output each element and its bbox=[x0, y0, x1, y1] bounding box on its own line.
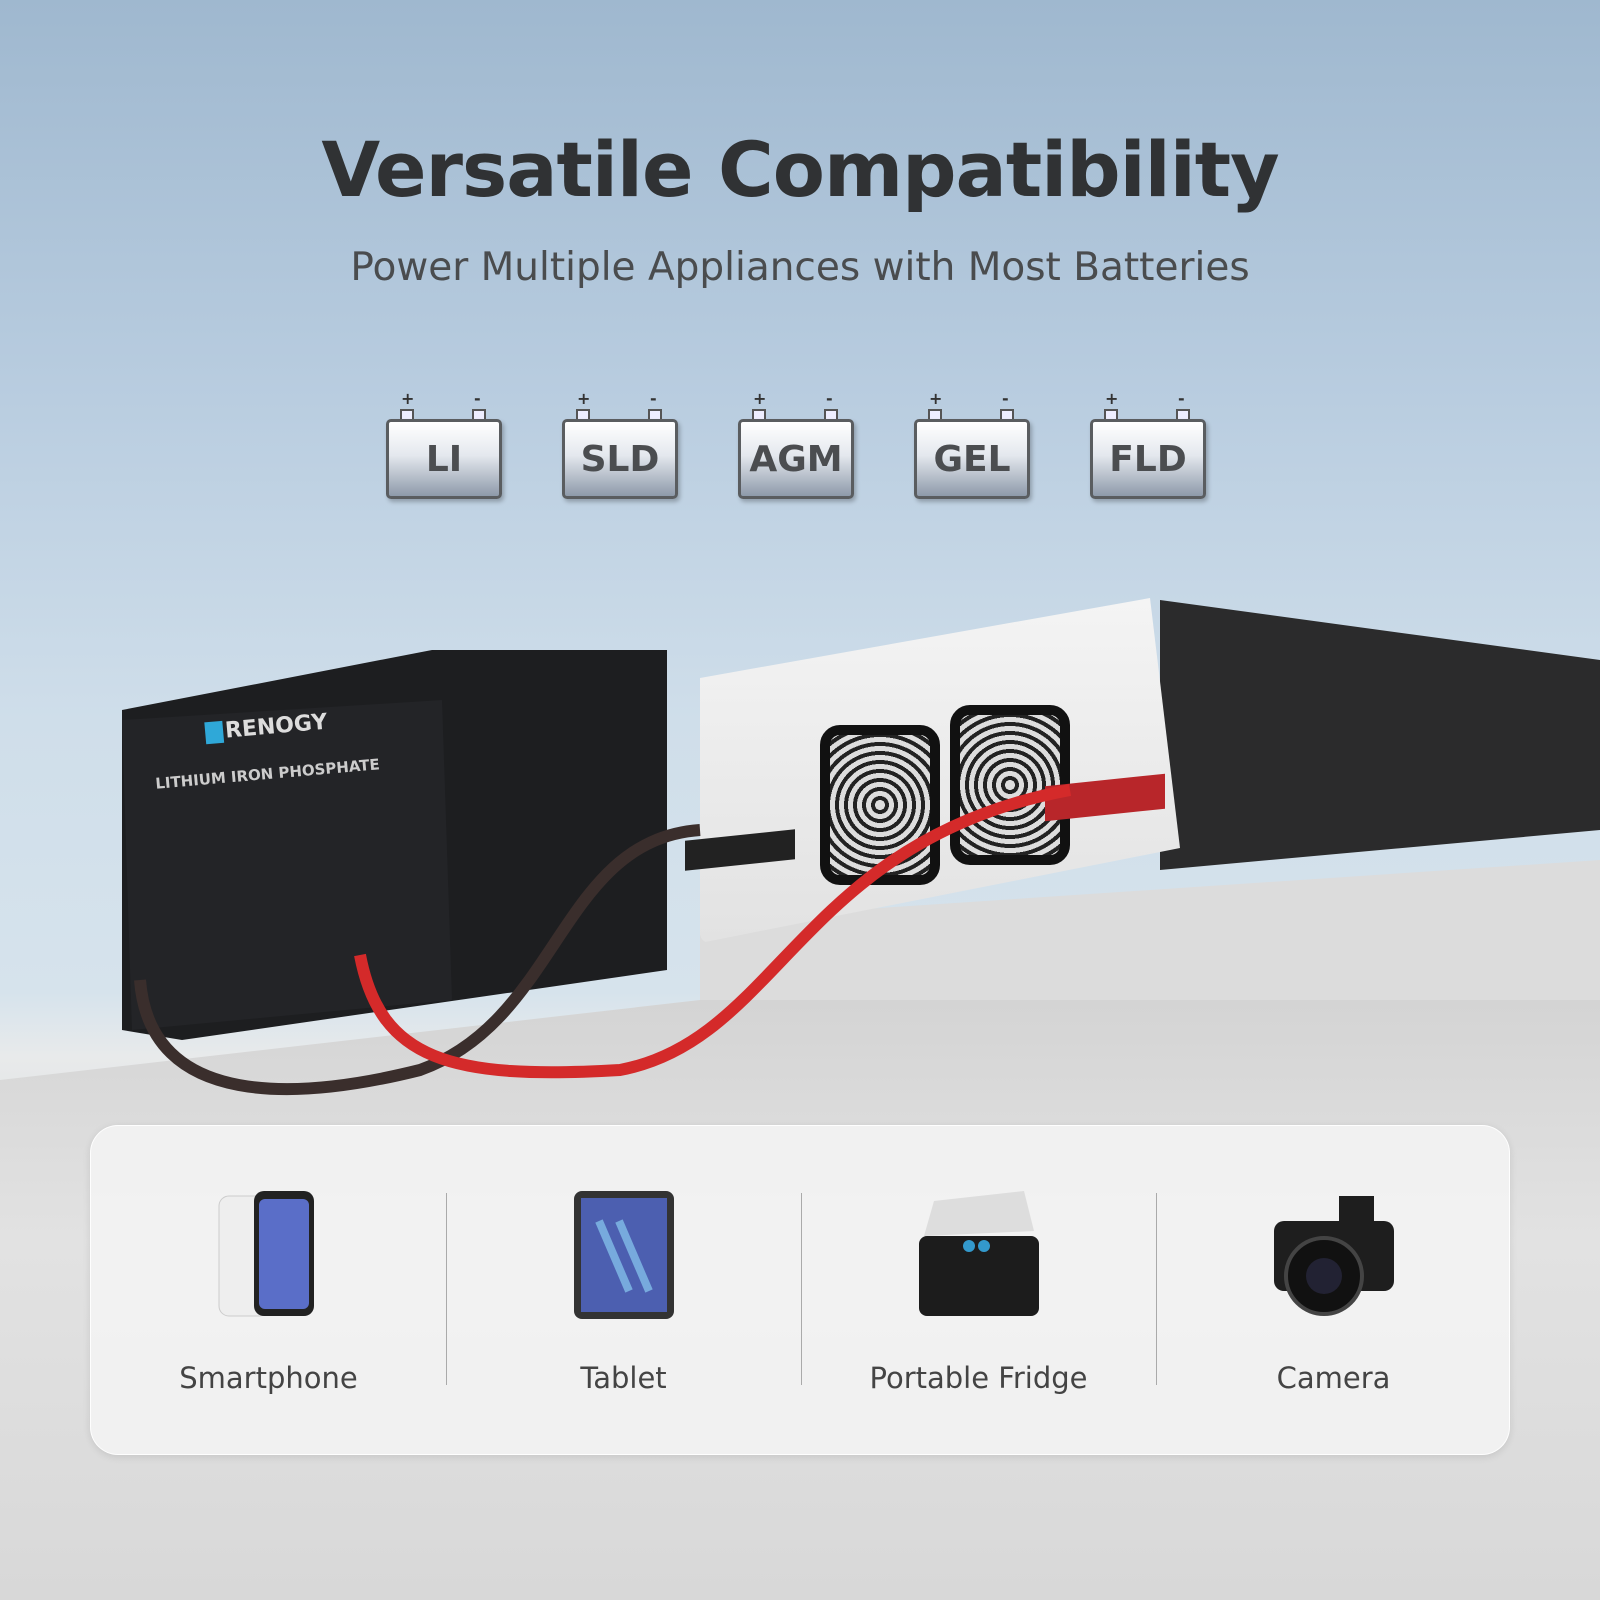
camera-icon bbox=[1273, 1196, 1394, 1316]
terminal-icon bbox=[472, 409, 486, 421]
negative-sign: - bbox=[826, 389, 833, 408]
page-title: Versatile Compatibility bbox=[321, 125, 1279, 214]
positive-sign: + bbox=[929, 389, 943, 408]
appliance-label: Tablet bbox=[580, 1361, 667, 1395]
fridge-icon bbox=[918, 1191, 1039, 1316]
battery-type-label: LI bbox=[386, 419, 502, 499]
battery-type-label: AGM bbox=[738, 419, 854, 499]
tablet-icon bbox=[573, 1191, 674, 1319]
battery-badge-fld: + - FLD bbox=[1090, 389, 1206, 505]
battery-type-list: + - LI + - SLD + - AGM + - GEL + - FLD bbox=[386, 389, 1206, 505]
negative-sign: - bbox=[474, 389, 481, 408]
terminal-icon bbox=[752, 409, 766, 421]
smartphone-icon bbox=[218, 1191, 314, 1317]
terminal-icon bbox=[1000, 409, 1014, 421]
page-subtitle: Power Multiple Appliances with Most Batt… bbox=[350, 245, 1250, 290]
battery-badge-agm: + - AGM bbox=[738, 389, 854, 505]
battery-badge-li: + - LI bbox=[386, 389, 502, 505]
battery-type-label: SLD bbox=[562, 419, 678, 499]
divider bbox=[1156, 1193, 1157, 1385]
battery-badge-gel: + - GEL bbox=[914, 389, 1030, 505]
terminal-icon bbox=[1104, 409, 1118, 421]
negative-sign: - bbox=[1002, 389, 1009, 408]
appliance-camera: Camera bbox=[1156, 1126, 1511, 1456]
fan-icon bbox=[820, 725, 940, 885]
appliance-tablet: Tablet bbox=[446, 1126, 801, 1456]
divider bbox=[446, 1193, 447, 1385]
positive-sign: + bbox=[753, 389, 767, 408]
positive-sign: + bbox=[401, 389, 415, 408]
negative-sign: - bbox=[1178, 389, 1185, 408]
terminal-icon bbox=[824, 409, 838, 421]
appliance-label: Portable Fridge bbox=[869, 1361, 1088, 1395]
battery-front-panel bbox=[122, 700, 452, 1030]
battery-type-label: GEL bbox=[914, 419, 1030, 499]
appliance-label: Smartphone bbox=[179, 1361, 358, 1395]
terminal-icon bbox=[1176, 409, 1190, 421]
terminal-icon bbox=[576, 409, 590, 421]
terminal-icon bbox=[928, 409, 942, 421]
positive-sign: + bbox=[1105, 389, 1119, 408]
battery-type-label: FLD bbox=[1090, 419, 1206, 499]
appliance-panel: Smartphone Tablet Portable Fridge Camera bbox=[90, 1125, 1510, 1455]
negative-sign: - bbox=[650, 389, 657, 408]
appliance-smartphone: Smartphone bbox=[91, 1126, 446, 1456]
battery-badge-sld: + - SLD bbox=[562, 389, 678, 505]
positive-sign: + bbox=[577, 389, 591, 408]
appliance-portable-fridge: Portable Fridge bbox=[801, 1126, 1156, 1456]
appliance-label: Camera bbox=[1276, 1361, 1391, 1395]
positive-cable bbox=[354, 784, 1072, 1079]
divider bbox=[801, 1193, 802, 1385]
terminal-icon bbox=[648, 409, 662, 421]
negative-cable bbox=[134, 824, 701, 1095]
terminal-icon bbox=[400, 409, 414, 421]
